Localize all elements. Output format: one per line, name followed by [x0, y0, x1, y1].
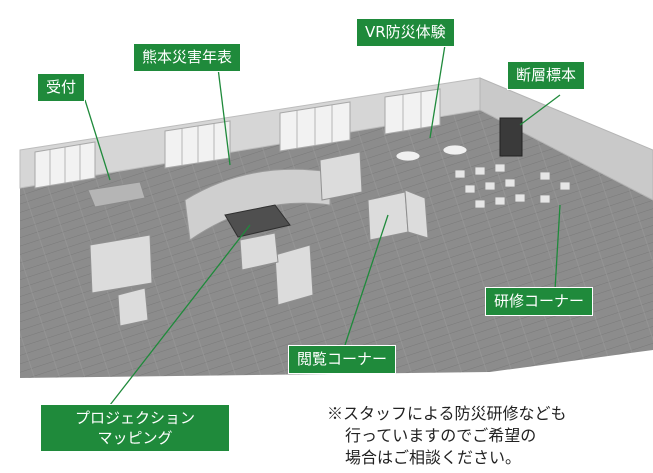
vr-tables	[395, 144, 468, 162]
training-note: ※スタッフによる防災研修なども 行っていますのでご希望の 場合はご相談ください。	[327, 403, 653, 469]
label-reading-corner: 閲覧コーナー	[288, 345, 397, 374]
timeline-curved-wall	[184, 168, 331, 241]
window-mullions	[49, 92, 422, 186]
right-wall	[479, 77, 653, 201]
training-corner-chairs	[454, 163, 571, 209]
label-training-corner: 研修コーナー	[485, 287, 594, 316]
leader-lines	[84, 44, 561, 406]
fault-specimen-display	[499, 117, 523, 157]
label-projection-mapping-line2: マッピング	[97, 429, 173, 447]
label-vr-disaster-experience: VR防災体験	[356, 18, 455, 47]
training-note-line1: ※スタッフによる防災研修なども	[327, 404, 567, 423]
training-note-line3: 場合はご相談ください。	[345, 448, 522, 467]
label-fault-specimen: 断層標本	[507, 61, 586, 90]
projection-table	[224, 204, 291, 238]
label-projection-mapping-line1: プロジェクション	[74, 409, 195, 427]
label-projection-mapping: プロジェクション マッピング	[40, 404, 230, 452]
training-note-line2: 行っていますのでご希望の	[345, 426, 537, 445]
label-kumamoto-disaster-timeline: 熊本災害年表	[133, 43, 242, 72]
label-reception: 受付	[37, 73, 86, 102]
reception-desk	[87, 181, 146, 208]
